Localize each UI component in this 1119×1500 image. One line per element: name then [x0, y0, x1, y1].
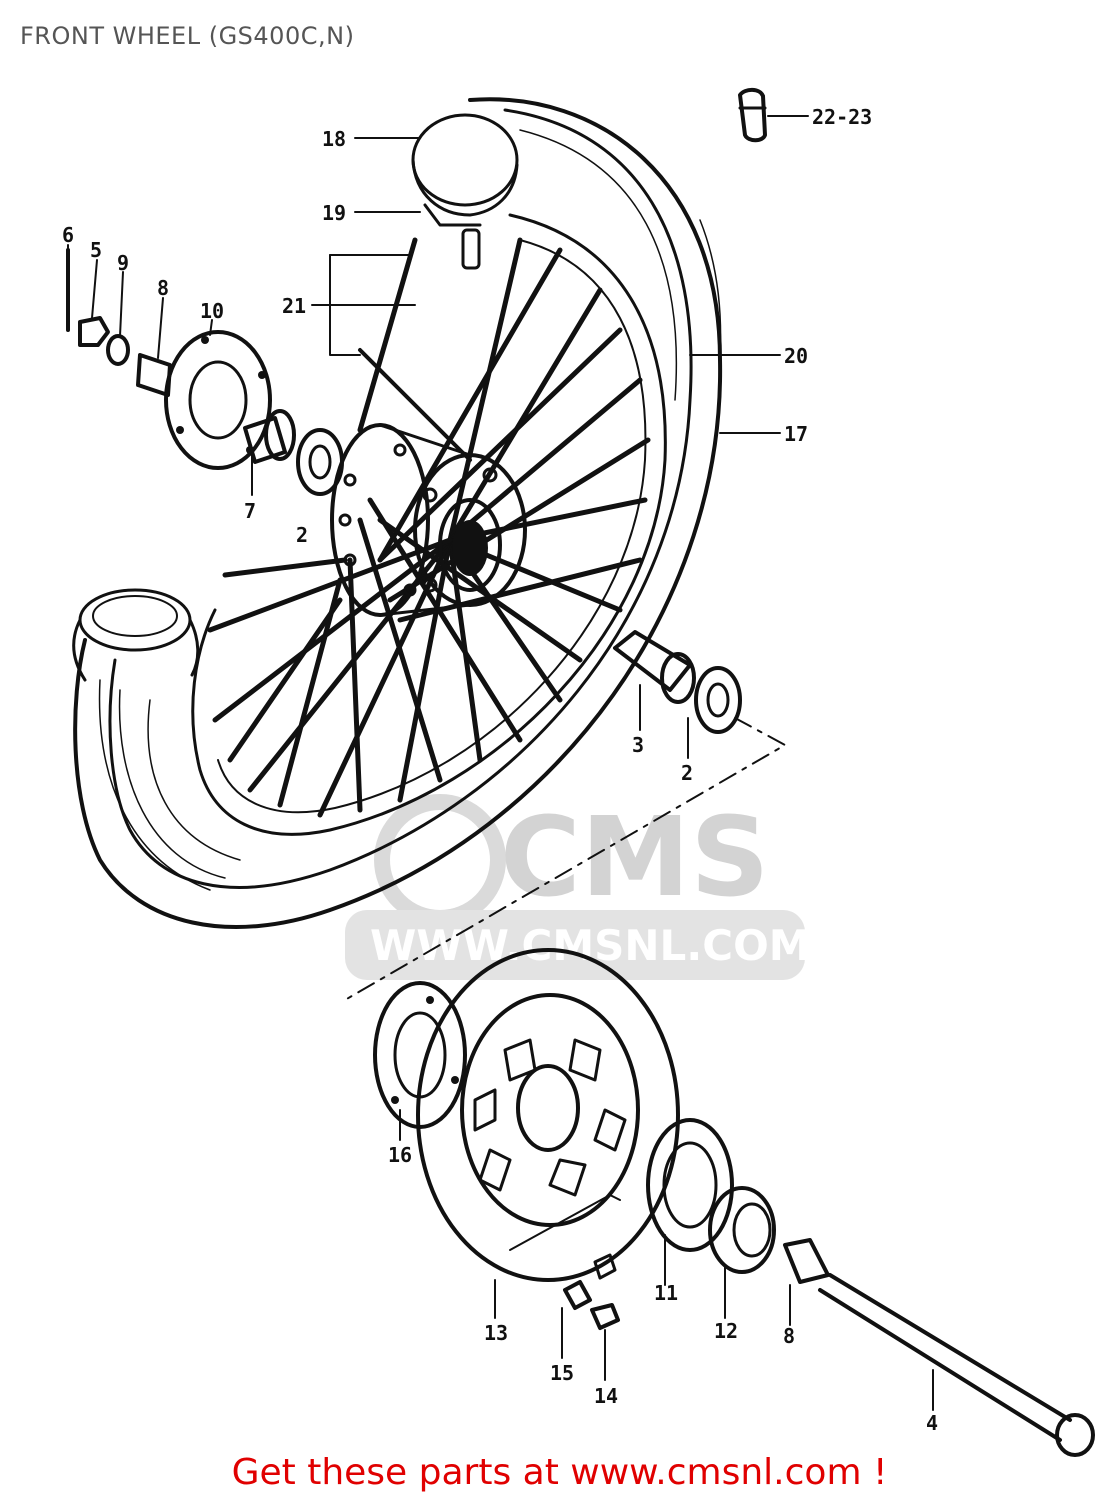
callout-14: 14 — [594, 1384, 618, 1408]
callout-15: 15 — [550, 1361, 574, 1385]
callout-2-right: 2 — [681, 761, 693, 785]
cms-logo-icon: CMS — [374, 793, 769, 926]
callout-11: 11 — [654, 1281, 678, 1305]
callout-19: 19 — [322, 201, 346, 225]
callout-6: 6 — [62, 223, 74, 247]
bolt-part-14 — [590, 1303, 620, 1330]
gearbox-retainer-part-10 — [164, 330, 272, 470]
callout-4: 4 — [926, 1411, 938, 1435]
callout-9: 9 — [117, 251, 129, 275]
valve-cap-part-22-23 — [738, 87, 767, 143]
callout-22-23: 22-23 — [812, 105, 872, 129]
cap-part-12 — [708, 1186, 776, 1274]
spacer-part-3 — [613, 630, 692, 692]
callout-8: 8 — [157, 276, 169, 300]
callout-10: 10 — [200, 299, 224, 323]
callouts: 18 19 22-23 6 5 9 8 10 21 20 17 7 2 3 2 … — [62, 105, 938, 1435]
callout-13: 13 — [484, 1321, 508, 1345]
rim-part-20 — [191, 213, 667, 836]
spacer-part-7 — [243, 416, 287, 464]
nut-part-5 — [78, 316, 110, 347]
tire-section-cut-bottom — [72, 588, 200, 682]
right-axle-parts — [344, 630, 786, 1001]
bolt-part-15 — [563, 1253, 617, 1310]
callout-16: 16 — [388, 1143, 412, 1167]
brake-disc-part-13 — [416, 948, 680, 1282]
gearbox-part-11 — [646, 1118, 734, 1252]
hub — [330, 423, 527, 617]
tube-cap-part-18 — [411, 113, 519, 217]
watermark-logo-text: CMS — [500, 793, 769, 921]
wheel-assembly — [72, 97, 723, 929]
callout-18: 18 — [322, 127, 346, 151]
brake-disc-assembly — [373, 948, 1095, 1457]
bearing-part-2-right — [694, 666, 742, 734]
callout-17: 17 — [784, 422, 808, 446]
callout-2-left: 2 — [296, 523, 308, 547]
tire-part-17 — [73, 97, 723, 929]
callout-3: 3 — [632, 733, 644, 757]
left-axle-parts — [66, 248, 344, 496]
callout-12: 12 — [714, 1319, 738, 1343]
diagram-title: FRONT WHEEL (GS400C,N) — [20, 22, 355, 50]
axle-part-4 — [818, 1273, 1095, 1457]
leader-lines — [67, 115, 934, 1411]
callout-5: 5 — [90, 238, 102, 262]
bearing-part-2-left — [264, 409, 344, 496]
washer-part-9 — [106, 334, 130, 366]
cmsnl-link[interactable]: Get these parts at www.cmsnl.com ! — [231, 1452, 888, 1493]
callout-8-lower: 8 — [783, 1324, 795, 1348]
callout-20: 20 — [784, 344, 808, 368]
callout-7: 7 — [244, 499, 256, 523]
valve-part-19 — [423, 203, 482, 270]
callout-21: 21 — [282, 294, 306, 318]
watermark: CMS WWW.CMSNL.COM — [345, 793, 811, 980]
watermark-url-band — [345, 910, 805, 980]
spacer-part-8-lower — [783, 1238, 830, 1284]
watermark-url: WWW.CMSNL.COM — [370, 921, 811, 970]
